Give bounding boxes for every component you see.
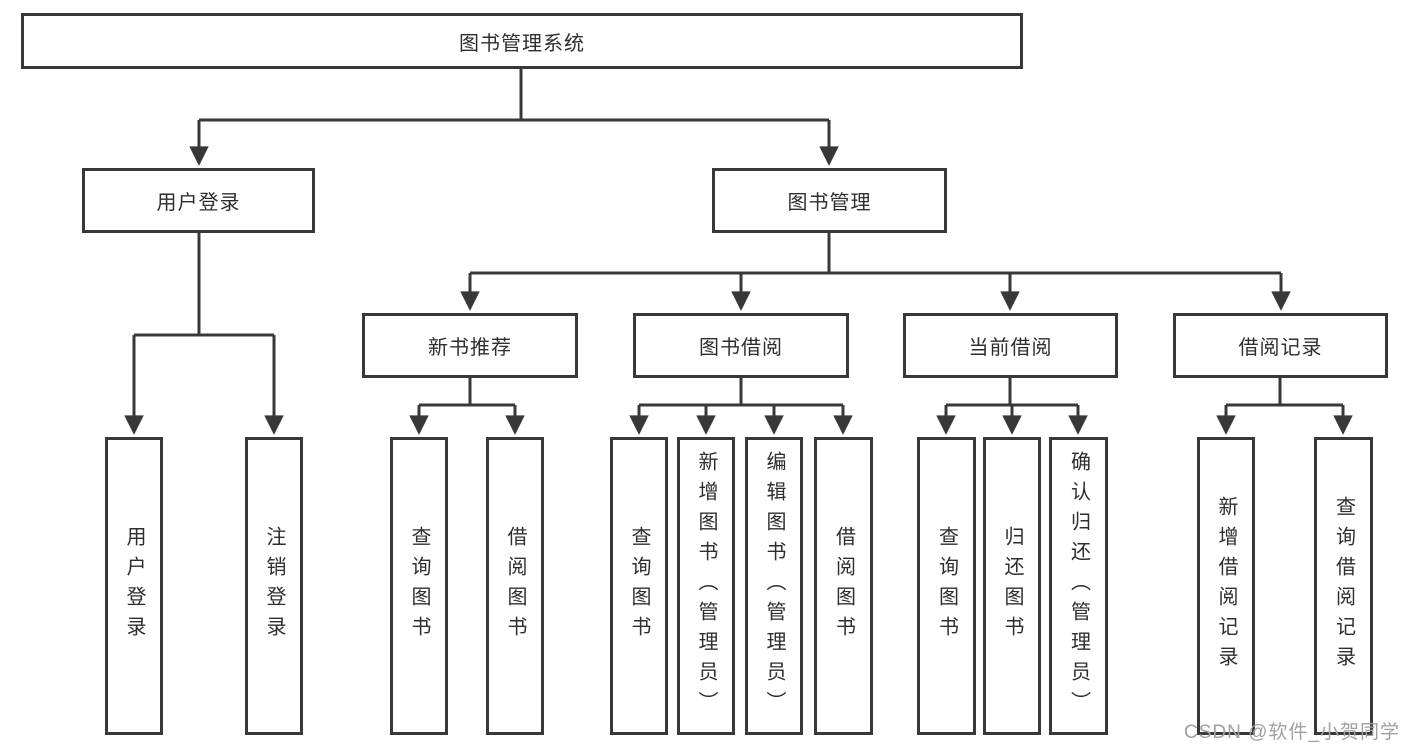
leaf-confirm-return-admin-label: 确认归还（管理员） [1067,451,1090,721]
node-current-borrow: 当前借阅 [903,313,1118,378]
node-new-book-recommend-label: 新书推荐 [428,337,512,359]
leaf-logout-label: 注销登录 [263,526,285,646]
leaf-user-login-label: 用户登录 [123,526,145,646]
node-root-label: 图书管理系统 [459,32,585,55]
leaf-confirm-return-admin: 确认归还（管理员） [1049,437,1108,735]
node-book-borrow: 图书借阅 [633,313,849,378]
leaf-add-borrow-record-label: 新增借阅记录 [1215,496,1237,676]
leaf-edit-books-admin: 编辑图书（管理员） [745,437,803,735]
leaf-borrow-query-books-label: 查询图书 [628,526,650,646]
node-borrow-records: 借阅记录 [1173,313,1388,378]
node-borrow-records-label: 借阅记录 [1238,337,1323,359]
leaf-recommend-query-books-label: 查询图书 [408,526,430,646]
node-user-login-label: 用户登录 [156,192,241,214]
node-book-management: 图书管理 [712,168,947,233]
leaf-add-borrow-record: 新增借阅记录 [1197,437,1255,735]
leaf-current-query-books: 查询图书 [917,437,976,735]
csdn-watermark: CSDN @软件_小贺同学 [1184,722,1400,743]
leaf-recommend-borrow-books: 借阅图书 [486,437,544,735]
leaf-edit-books-admin-label: 编辑图书（管理员） [763,451,785,721]
leaf-query-borrow-record: 查询借阅记录 [1314,437,1373,735]
leaf-add-books-admin: 新增图书（管理员） [677,437,735,735]
leaf-user-login: 用户登录 [105,437,163,735]
leaf-return-books-label: 归还图书 [1001,526,1023,646]
leaf-borrow-query-books: 查询图书 [610,437,668,735]
leaf-logout: 注销登录 [245,437,303,735]
leaf-borrow-books: 借阅图书 [814,437,873,735]
node-new-book-recommend: 新书推荐 [362,313,578,378]
leaf-current-query-books-label: 查询图书 [935,526,958,646]
leaf-return-books: 归还图书 [983,437,1041,735]
leaf-add-books-admin-label: 新增图书（管理员） [695,451,717,721]
node-current-borrow-label: 当前借阅 [968,337,1053,359]
leaf-borrow-books-label: 借阅图书 [832,526,855,646]
leaf-query-borrow-record-label: 查询借阅记录 [1332,496,1355,676]
node-book-borrow-label: 图书借阅 [699,337,783,359]
leaf-recommend-query-books: 查询图书 [390,437,448,735]
node-user-login: 用户登录 [82,168,315,233]
node-book-management-label: 图书管理 [787,192,872,214]
leaf-recommend-borrow-books-label: 借阅图书 [504,526,526,646]
node-root: 图书管理系统 [21,13,1023,69]
